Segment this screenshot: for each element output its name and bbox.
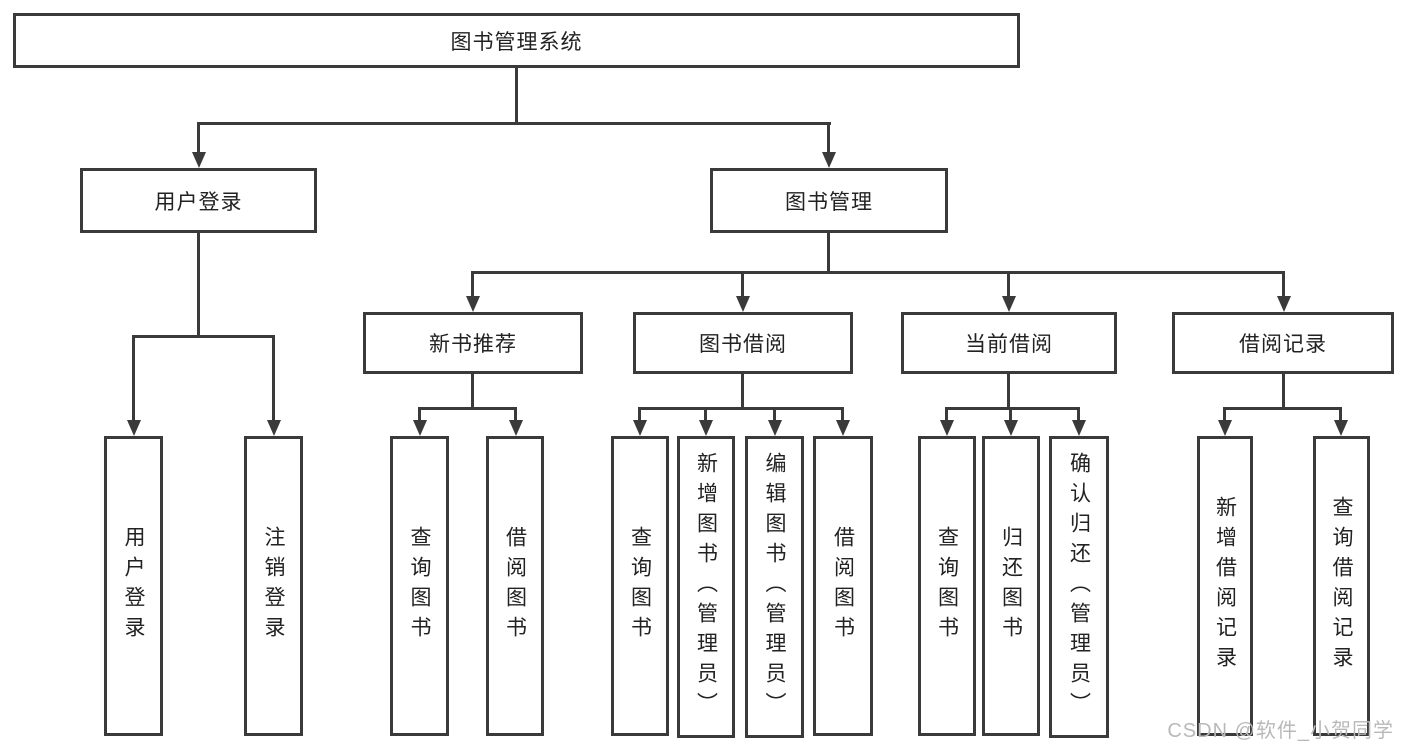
csdn-watermark: CSDN @软件_小贺同学	[1167, 720, 1394, 742]
connector-drop-leaf	[1009, 407, 1012, 424]
leaf-borrow-books: 借阅图书	[813, 436, 873, 736]
leaf-confirm-return-admin: 确认归还（管理员）	[1049, 436, 1109, 738]
leaf-label: 新增图书（管理员）	[694, 452, 718, 722]
connector-drop-leaf	[704, 407, 707, 424]
connector-drop-leaf	[418, 407, 421, 424]
arrowhead-leaf	[939, 420, 954, 436]
leaf-query-books-current: 查询图书	[918, 436, 976, 736]
leaf-label: 借阅图书	[831, 526, 855, 646]
leaf-label: 查询图书	[408, 526, 431, 646]
node-book-borrowing: 图书借阅	[633, 312, 853, 374]
connector-drop-leaf	[773, 407, 776, 424]
node-user-login: 用户登录	[80, 168, 317, 233]
connector-userlogin-bar	[132, 335, 275, 338]
connector-drop-leaf	[1077, 407, 1080, 424]
connector-drop-book-borrow	[741, 271, 744, 300]
leaf-return-books: 归还图书	[982, 436, 1040, 736]
node-label: 图书管理系统	[450, 30, 583, 54]
leaf-borrow-books-newbooks: 借阅图书	[486, 436, 544, 736]
connector-newbooks-stub	[471, 374, 474, 410]
arrowhead-leaf	[698, 420, 713, 436]
leaf-label: 查询图书	[935, 526, 959, 646]
leaf-label: 借阅图书	[503, 526, 527, 646]
connector-drop-leaf	[132, 335, 135, 424]
arrowhead-leaf	[767, 420, 782, 436]
connector-newbooks-bar	[418, 407, 517, 410]
node-book-management: 图书管理	[710, 168, 948, 233]
leaf-label: 用户登录	[122, 526, 145, 646]
arrowhead-book-borrow	[736, 296, 750, 312]
connector-drop-leaf	[1223, 407, 1226, 424]
node-root-library-system: 图书管理系统	[13, 13, 1020, 68]
arrowhead-leaf	[835, 420, 850, 436]
leaf-label: 编辑图书（管理员）	[763, 452, 786, 722]
arrowhead-book-mgmt	[822, 152, 836, 168]
arrowhead-leaf	[1071, 420, 1086, 436]
connector-drop-leaf	[272, 335, 275, 424]
leaf-label: 新增借阅记录	[1213, 496, 1237, 676]
arrowhead-borrow-records	[1277, 296, 1291, 312]
arrowhead-leaf	[1217, 420, 1232, 436]
connector-drop-leaf	[945, 407, 948, 424]
leaf-label: 查询图书	[628, 526, 652, 646]
connector-drop-leaf	[514, 407, 517, 424]
node-label: 新书推荐	[429, 333, 517, 356]
leaf-query-borrow-record: 查询借阅记录	[1313, 436, 1370, 736]
connector-drop-leaf	[841, 407, 844, 424]
connector-drop-borrow-records	[1282, 271, 1285, 300]
arrowhead-leaf	[1003, 420, 1018, 436]
leaf-label: 归还图书	[999, 526, 1023, 646]
connector-root-bar	[197, 122, 831, 125]
node-new-book-recommend: 新书推荐	[363, 312, 583, 374]
arrowhead-leaf	[1333, 420, 1348, 436]
leaf-query-books-borrow: 查询图书	[611, 436, 669, 736]
leaf-add-books-admin: 新增图书（管理员）	[677, 436, 735, 738]
connector-userlogin-stub	[197, 233, 200, 335]
arrowhead-current-borrow	[1002, 296, 1016, 312]
leaf-logout: 注销登录	[244, 436, 303, 736]
node-current-borrowing: 当前借阅	[901, 312, 1117, 374]
leaf-query-books-newbooks: 查询图书	[390, 436, 449, 736]
node-label: 图书借阅	[699, 333, 787, 356]
leaf-label: 查询借阅记录	[1330, 496, 1353, 676]
connector-drop-leaf	[1339, 407, 1342, 424]
connector-currentborrow-bar	[945, 407, 1080, 410]
leaf-label: 注销登录	[262, 526, 285, 646]
leaf-user-login: 用户登录	[104, 436, 163, 736]
leaf-edit-books-admin: 编辑图书（管理员）	[745, 436, 804, 738]
connector-drop-leaf	[638, 407, 641, 424]
node-label: 图书管理	[785, 190, 873, 214]
connector-bookmgmt-bar	[471, 271, 1285, 274]
connector-bookmgmt-stub	[827, 233, 830, 274]
arrowhead-user-login	[191, 152, 206, 168]
node-label: 借阅记录	[1239, 333, 1327, 356]
connector-borrowrecords-bar	[1223, 407, 1342, 410]
arrowhead-leaf	[126, 420, 141, 436]
connector-bookborrow-stub	[741, 374, 744, 410]
node-label: 当前借阅	[965, 333, 1053, 356]
leaf-label: 确认归还（管理员）	[1067, 452, 1091, 722]
connector-currentborrow-stub	[1007, 374, 1010, 410]
connector-drop-new-books	[471, 271, 474, 300]
node-label: 用户登录	[154, 190, 243, 214]
arrowhead-new-books	[466, 296, 480, 312]
node-borrowing-records: 借阅记录	[1172, 312, 1394, 374]
arrowhead-leaf	[508, 420, 523, 436]
leaf-add-borrow-record: 新增借阅记录	[1197, 436, 1253, 736]
arrowhead-leaf	[632, 420, 647, 436]
arrowhead-leaf	[266, 420, 281, 436]
connector-drop-book-mgmt	[827, 122, 830, 156]
connector-borrowrecords-stub	[1282, 374, 1285, 410]
connector-bookborrow-bar	[638, 407, 844, 410]
connector-root-stub	[515, 68, 518, 124]
arrowhead-leaf	[412, 420, 427, 436]
connector-drop-user-login	[197, 122, 200, 156]
connector-drop-current-borrow	[1007, 271, 1010, 300]
